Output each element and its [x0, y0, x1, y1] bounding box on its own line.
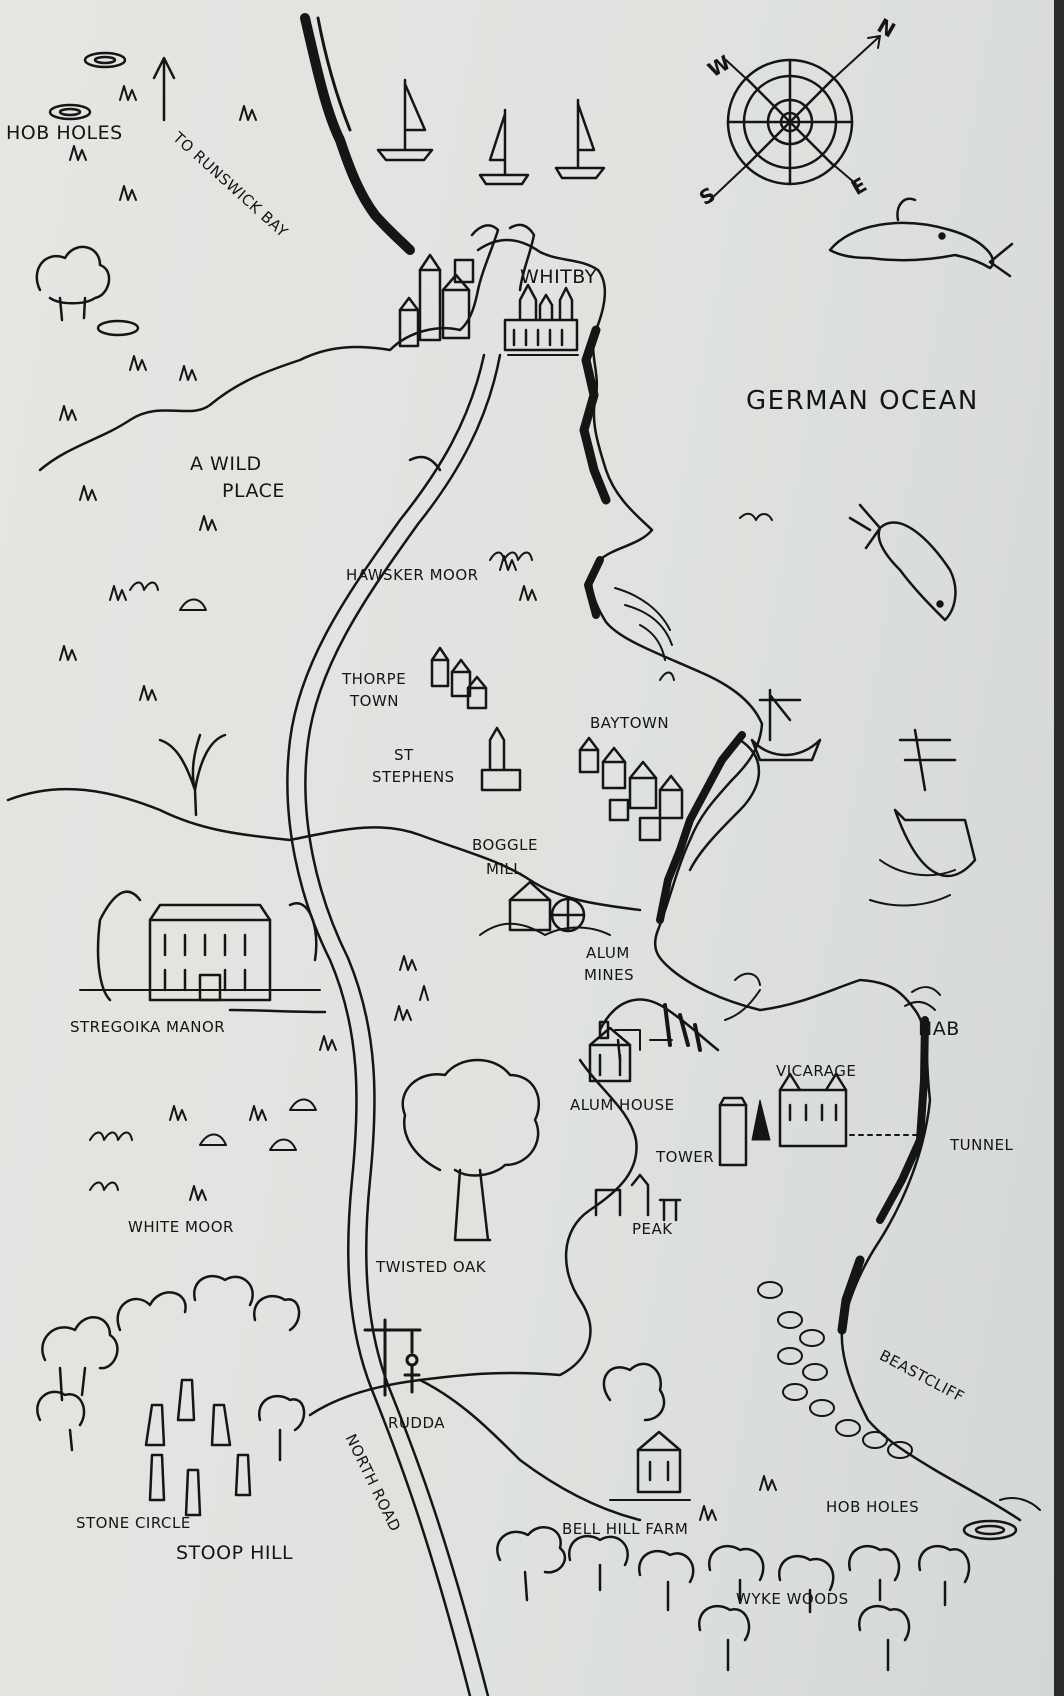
beastcliff-rocks — [757, 1281, 913, 1459]
a-wild-label: A WILD — [190, 453, 262, 475]
wyke-woods-label: WYKE WOODS — [736, 1590, 849, 1608]
coastline — [476, 238, 1022, 1522]
rivers — [6, 13, 760, 1522]
hob-holes-south-label: HOB HOLES — [826, 1498, 920, 1516]
whitby-harbour — [470, 223, 536, 292]
tunnel-label: TUNNEL — [950, 1136, 1014, 1154]
stoop-hill-label: STOOP HILL — [176, 1542, 294, 1564]
tower-label: TOWER — [656, 1148, 715, 1166]
hawsker-moor-label: HAWSKER MOOR — [346, 566, 479, 584]
hob-holes-pools — [48, 51, 1018, 1541]
shipwrecks — [750, 688, 977, 907]
gallows — [363, 1318, 422, 1397]
bell-hill-farm-building — [602, 1362, 691, 1501]
whitby-label: WHITBY — [520, 266, 597, 288]
north-arrow — [152, 56, 176, 122]
waves — [614, 512, 1041, 1511]
twisted-oak-tree — [401, 1058, 541, 1242]
ships-north — [376, 78, 606, 186]
fish — [848, 503, 957, 622]
whale — [828, 197, 1014, 278]
baytown-label: BAYTOWN — [590, 714, 670, 732]
town-label: TOWN — [350, 692, 400, 710]
stregoika-manor-building — [79, 890, 321, 1002]
hob-holes-north-label: HOB HOLES — [6, 122, 123, 144]
white-moor-label: WHITE MOOR — [128, 1218, 234, 1236]
st-label: ST — [394, 746, 414, 764]
rudda-label: RUDDA — [388, 1414, 445, 1432]
twisted-oak-label: TWISTED OAK — [376, 1258, 487, 1276]
bell-hill-farm-label: BELL HILL FARM — [562, 1520, 689, 1538]
grass-tufts — [59, 85, 777, 1521]
alum-mines — [598, 972, 761, 1052]
mill-label: MILL — [486, 860, 523, 878]
stregoika-manor-label: STREGOIKA MANOR — [70, 1018, 226, 1036]
alum-house-label: ALUM HOUSE — [570, 1096, 675, 1114]
vicarage-area-buildings — [588, 1020, 921, 1222]
village-buildings — [430, 646, 684, 936]
moor-scribbles — [89, 551, 675, 1191]
page-edge — [1054, 0, 1064, 1696]
peak-label: PEAK — [632, 1220, 673, 1238]
compass-rose — [709, 35, 881, 201]
north-road — [228, 353, 502, 1696]
mines-label: MINES — [584, 966, 635, 984]
sea-name-label: GERMAN OCEAN — [746, 386, 979, 416]
stephens-label: STEPHENS — [372, 768, 455, 786]
thorpe-label: THORPE — [342, 670, 407, 688]
alum-label: ALUM — [586, 944, 630, 962]
vicarage-label: VICARAGE — [776, 1062, 857, 1080]
nab-label: NAB — [918, 1018, 960, 1040]
woods — [35, 245, 971, 1672]
boggle-label: BOGGLE — [472, 836, 538, 854]
whitby-buildings — [398, 253, 579, 356]
stone-circle — [144, 1378, 252, 1517]
stone-circle-label: STONE CIRCLE — [76, 1514, 191, 1532]
place-label: PLACE — [222, 480, 285, 502]
